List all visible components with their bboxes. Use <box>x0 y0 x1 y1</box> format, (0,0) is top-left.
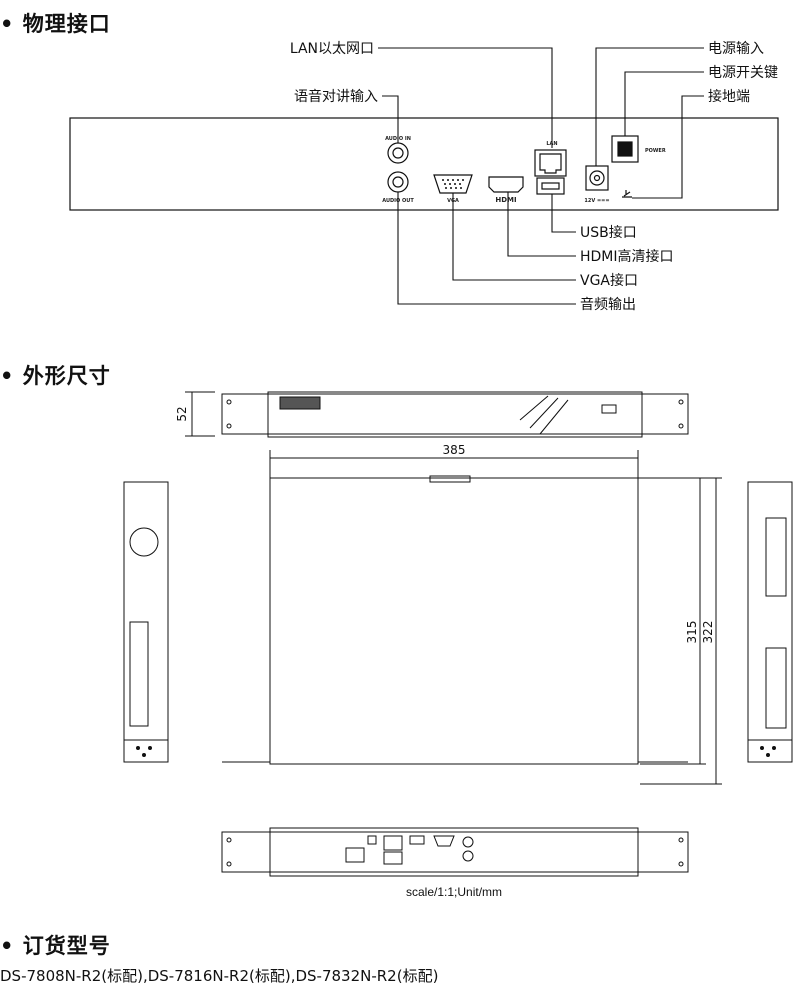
scale-note: scale/1:1;Unit/mm <box>406 885 502 899</box>
dimension-height: 52 <box>175 406 189 421</box>
ground-terminal <box>622 190 632 198</box>
callout-power-switch: 电源开关键 <box>708 65 778 81</box>
dimension-depth-outer: 322 <box>701 621 715 644</box>
panel-label-power: POWER <box>645 148 666 154</box>
callout-vga: VGA接口 <box>580 272 638 289</box>
audio-out-jack <box>387 171 409 193</box>
panel-label-voltage: 12V === <box>584 198 609 204</box>
power-input-jack <box>585 165 609 191</box>
callout-audio-out: 音频输出 <box>580 296 636 313</box>
callout-power-input: 电源输入 <box>708 41 764 57</box>
panel-label-hdmi: HDMI <box>495 196 516 204</box>
section-heading-ordering: • 订货型号 <box>0 934 111 958</box>
callout-hdmi: HDMI高清接口 <box>580 248 674 265</box>
rear-panel-outline <box>69 117 779 211</box>
callout-usb: USB接口 <box>580 224 637 241</box>
hdmi-port <box>488 176 524 193</box>
section-heading-dimensions: • 外形尺寸 <box>0 364 111 388</box>
dimension-depth-inner: 315 <box>685 621 699 644</box>
left-side-view <box>123 481 169 763</box>
audio-in-jack <box>387 142 409 164</box>
front-view <box>185 391 689 438</box>
right-side-view <box>747 481 793 763</box>
callout-audio-in: 语音对讲输入 <box>294 88 378 105</box>
section-heading-interfaces: • 物理接口 <box>0 12 111 36</box>
callout-leaders <box>378 47 704 305</box>
width-dimension-line <box>269 450 639 478</box>
callout-lan: LAN以太网口 <box>290 41 374 57</box>
callout-ground: 接地端 <box>708 88 750 105</box>
model-list: DS-7808N-R2(标配),DS-7816N-R2(标配),DS-7832N… <box>0 967 439 985</box>
rear-view <box>221 827 689 877</box>
usb-port <box>536 177 565 195</box>
top-view <box>222 475 722 785</box>
lan-port <box>534 149 567 177</box>
vga-port <box>433 174 473 194</box>
dimension-width: 385 <box>443 443 466 457</box>
rear-panel-diagram <box>69 117 779 211</box>
